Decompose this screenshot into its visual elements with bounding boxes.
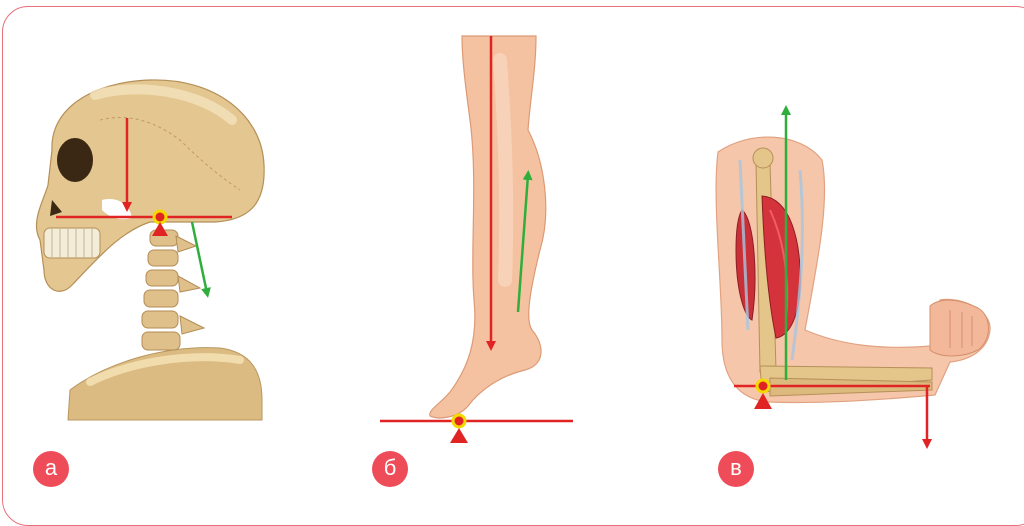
neck-muscle-arrow <box>192 222 207 293</box>
skull-fulcrum-icon <box>152 222 168 236</box>
leg-pivot-point <box>453 415 465 427</box>
leg-illustration <box>430 36 546 418</box>
cervical-spine-illustration <box>142 230 204 350</box>
leg-fulcrum-icon <box>450 428 468 443</box>
skull-pivot-point <box>154 211 166 223</box>
lever-diagram <box>0 0 1024 508</box>
panel-label-a: а <box>33 451 69 487</box>
panel-label-b: б <box>372 451 408 487</box>
arm-panel <box>716 110 990 444</box>
leg-panel <box>380 36 573 443</box>
fist-illustration <box>930 300 989 356</box>
skull-panel <box>36 80 264 420</box>
panel-label-v: в <box>718 451 754 487</box>
elbow-pivot-point <box>757 380 769 392</box>
